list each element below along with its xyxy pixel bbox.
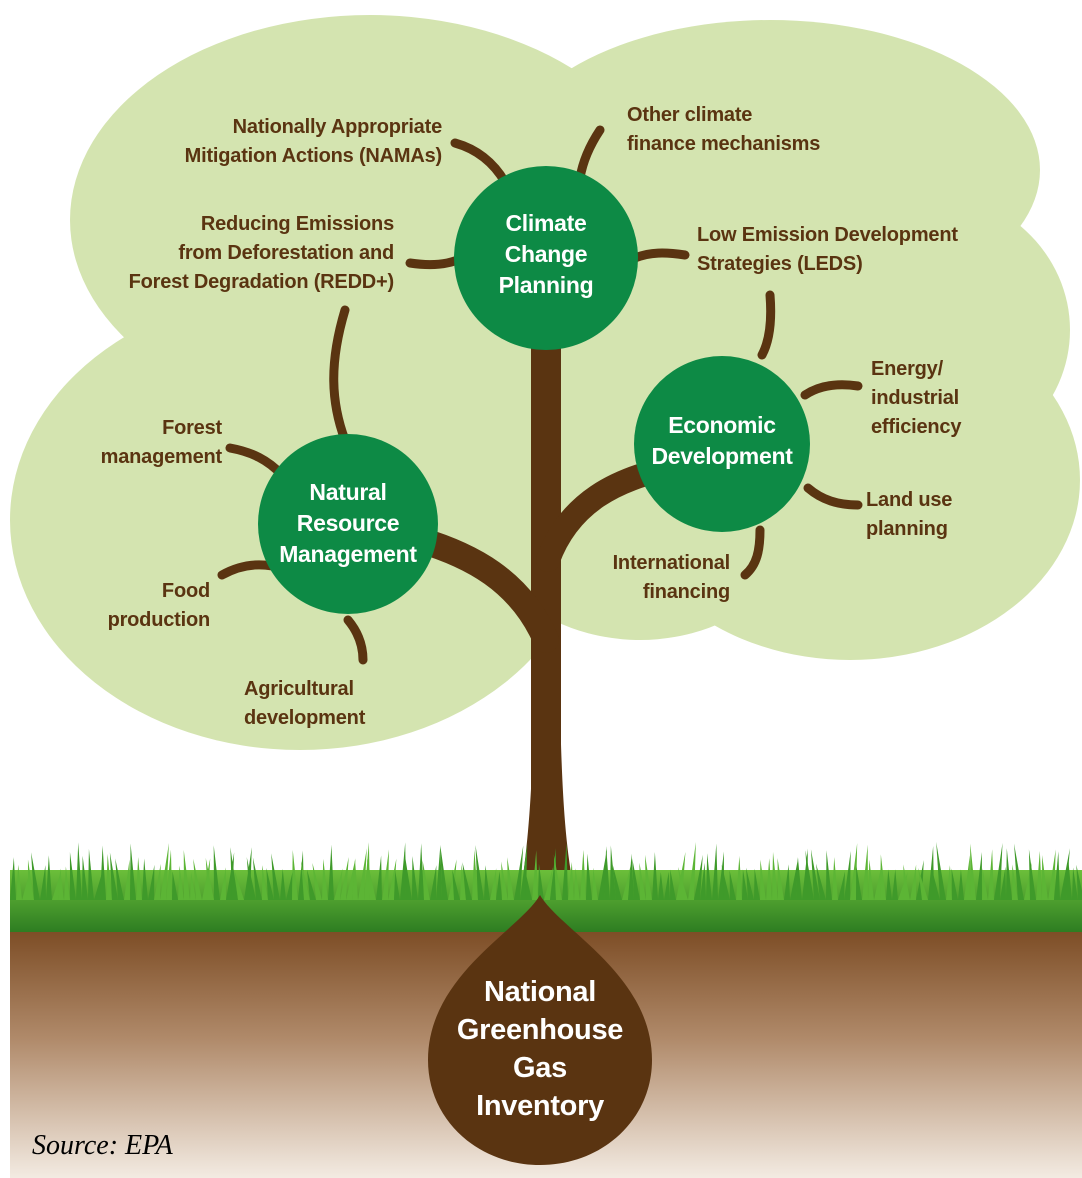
intl-financing-label: International financing bbox=[612, 552, 731, 603]
source-caption: Source: EPA bbox=[32, 1130, 173, 1161]
leds-label: Low Emission Development Strategies (LED… bbox=[697, 224, 958, 275]
climate-change-planning-label: Climate Change Planning bbox=[498, 210, 594, 298]
national-inventory-label: National Greenhouse Gas Inventory bbox=[456, 976, 624, 1122]
food-production-label: Food production bbox=[107, 580, 211, 631]
natural-resource-management-label: Natural Resource Management bbox=[279, 479, 417, 567]
namas-label: Nationally Appropriate Mitigation Action… bbox=[184, 116, 443, 167]
climate-hub-circle bbox=[454, 166, 638, 350]
natural-hub-circle bbox=[258, 434, 438, 614]
energy-label: Energy/ industrial efficiency bbox=[871, 358, 962, 438]
economic-hub-circle bbox=[634, 356, 810, 532]
agricultural-development-label: Agricultural development bbox=[244, 678, 366, 729]
trunk-base bbox=[520, 700, 576, 900]
other-finance-label: Other climate finance mechanisms bbox=[627, 104, 821, 155]
economic-development-label: Economic Development bbox=[651, 412, 793, 469]
root-drop bbox=[428, 895, 652, 1165]
forest-management-label: Forest management bbox=[100, 417, 223, 468]
redd-label: Reducing Emissions from Deforestation an… bbox=[128, 213, 395, 293]
land-use-label: Land use planning bbox=[866, 489, 953, 540]
